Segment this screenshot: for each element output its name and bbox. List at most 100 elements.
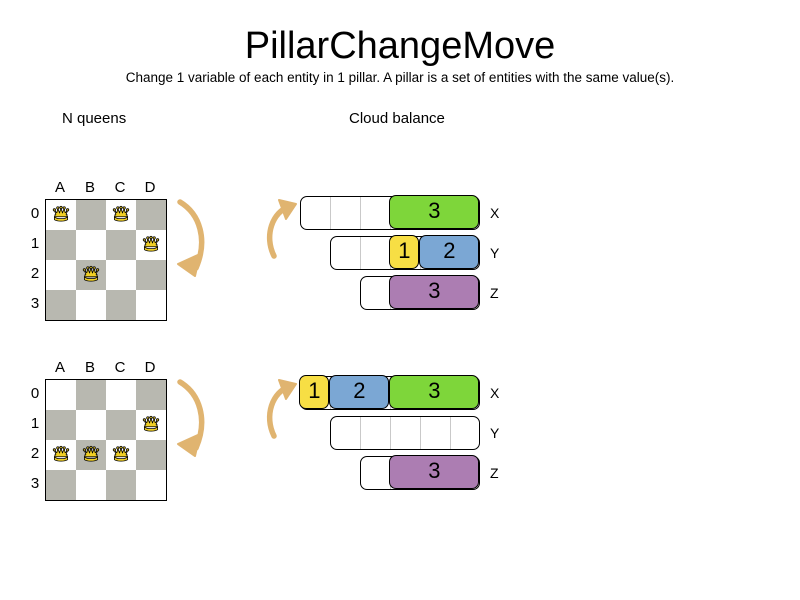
chess-cell-B2[interactable] — [76, 440, 106, 470]
capacity-slot — [331, 417, 361, 449]
board-column-label-b: B — [84, 359, 95, 376]
chess-cell-B0[interactable] — [76, 200, 106, 230]
chess-cell-D3[interactable] — [136, 470, 166, 500]
process-block-2[interactable]: 2 — [329, 375, 390, 410]
page-title: PillarChangeMove — [244, 25, 556, 67]
board-column-label-a: A — [54, 179, 65, 196]
computer-row-y: Y — [300, 416, 516, 452]
computer-capacity-bar[interactable]: 3 — [360, 455, 480, 490]
process-block-1[interactable]: 1 — [299, 375, 330, 410]
queen-icon — [142, 415, 160, 432]
chess-cell-A0[interactable] — [46, 380, 76, 410]
board-row-label-1: 1 — [30, 415, 40, 432]
chess-cell-C3[interactable] — [106, 470, 136, 500]
capacity-slot — [361, 457, 391, 489]
queen-icon — [82, 445, 100, 462]
capacity-slot — [361, 237, 391, 269]
capacity-slot — [301, 197, 331, 229]
queen-icon — [112, 205, 130, 222]
chess-cell-B3[interactable] — [76, 290, 106, 320]
board-column-label-a: A — [54, 359, 65, 376]
board-row-label-2: 2 — [30, 265, 40, 282]
chess-cell-C0[interactable] — [106, 200, 136, 230]
capacity-slot — [331, 237, 361, 269]
capacity-slot — [421, 417, 451, 449]
nqueens-board-after: A B C D 0 1 2 3 — [28, 358, 167, 501]
computer-label-y: Y — [490, 245, 500, 261]
chess-cell-D0[interactable] — [136, 380, 166, 410]
chess-cell-A1[interactable] — [46, 410, 76, 440]
computer-capacity-bar[interactable] — [330, 416, 480, 450]
chess-cell-C1[interactable] — [106, 230, 136, 260]
capacity-slot — [361, 277, 391, 309]
queen-icon — [82, 265, 100, 282]
chess-cell-B0[interactable] — [76, 380, 106, 410]
chess-cell-A3[interactable] — [46, 290, 76, 320]
queen-icon — [112, 445, 130, 462]
process-block-2[interactable]: 2 — [419, 235, 480, 270]
capacity-slot — [331, 197, 361, 229]
process-block-1[interactable]: 1 — [389, 235, 420, 270]
board-row-label-3: 3 — [30, 475, 40, 492]
chess-cell-D1[interactable] — [136, 410, 166, 440]
board-column-label-d: D — [144, 179, 156, 196]
computer-label-y: Y — [490, 425, 500, 441]
capacity-slot — [391, 417, 421, 449]
process-block-3[interactable]: 3 — [389, 375, 480, 410]
process-block-3[interactable]: 3 — [389, 195, 480, 230]
board-row-label-0: 0 — [30, 385, 40, 402]
curved-arrow-down-icon — [166, 196, 218, 293]
chessboard-grid[interactable] — [45, 379, 167, 501]
chess-cell-D2[interactable] — [136, 440, 166, 470]
curved-arrow-down-icon — [166, 376, 218, 473]
chess-cell-C2[interactable] — [106, 440, 136, 470]
board-row-labels: 0 1 2 3 — [28, 379, 45, 499]
curved-arrow-up-icon — [266, 376, 300, 447]
process-block-3[interactable]: 3 — [389, 275, 480, 310]
queen-icon — [52, 205, 70, 222]
board-column-label-c: C — [114, 359, 126, 376]
chess-cell-D2[interactable] — [136, 260, 166, 290]
process-block-3[interactable]: 3 — [389, 455, 480, 490]
chess-cell-D3[interactable] — [136, 290, 166, 320]
board-row-label-0: 0 — [30, 205, 40, 222]
chessboard-grid[interactable] — [45, 199, 167, 321]
chess-cell-B1[interactable] — [76, 410, 106, 440]
chess-cell-B2[interactable] — [76, 260, 106, 290]
computer-label-z: Z — [490, 285, 499, 301]
computer-label-z: Z — [490, 465, 499, 481]
chess-cell-D0[interactable] — [136, 200, 166, 230]
capacity-slot — [361, 417, 391, 449]
curved-arrow-up-icon — [266, 196, 300, 267]
computer-label-x: X — [490, 385, 500, 401]
board-row-label-2: 2 — [30, 445, 40, 462]
chess-cell-B3[interactable] — [76, 470, 106, 500]
chess-cell-A2[interactable] — [46, 440, 76, 470]
board-column-label-d: D — [144, 359, 156, 376]
chess-cell-C1[interactable] — [106, 410, 136, 440]
board-column-label-b: B — [84, 179, 95, 196]
chess-cell-A0[interactable] — [46, 200, 76, 230]
board-row-label-1: 1 — [30, 235, 40, 252]
chess-cell-C3[interactable] — [106, 290, 136, 320]
chess-cell-A3[interactable] — [46, 470, 76, 500]
section-heading-cloud: Cloud balance — [349, 110, 445, 127]
chess-cell-A2[interactable] — [46, 260, 76, 290]
chess-cell-B1[interactable] — [76, 230, 106, 260]
computer-capacity-bar[interactable]: 3 — [300, 195, 480, 230]
chess-cell-A1[interactable] — [46, 230, 76, 260]
computer-capacity-bar[interactable]: 3 — [360, 275, 480, 310]
section-heading-nqueens: N queens — [62, 110, 127, 127]
chess-cell-D1[interactable] — [136, 230, 166, 260]
chess-cell-C2[interactable] — [106, 260, 136, 290]
chess-cell-C0[interactable] — [106, 380, 136, 410]
